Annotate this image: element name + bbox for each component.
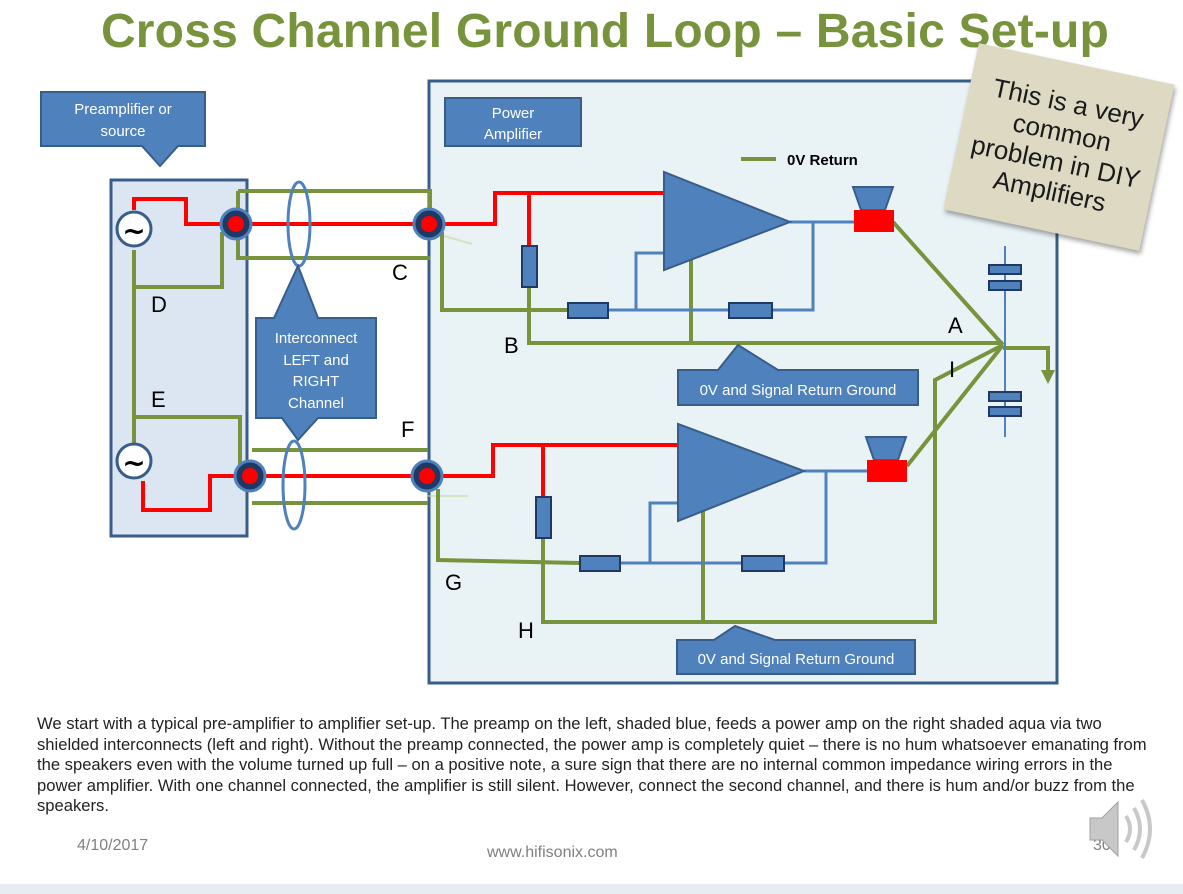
rca-connector-icon: [233, 459, 267, 493]
rca-connector-icon: [410, 459, 444, 493]
resistor-icon: [579, 555, 621, 572]
preamp-callout: Preamplifier or source: [40, 91, 206, 168]
amplifier-triangle-icon: [677, 422, 807, 523]
capacitor-icon: [988, 391, 1022, 417]
speaker-icon: [851, 186, 895, 232]
interconnect-label-line2: LEFT and: [283, 352, 349, 369]
audio-speaker-icon[interactable]: [1086, 790, 1166, 870]
resistor-icon: [521, 245, 538, 288]
power-amp-label-line1: Power: [492, 105, 535, 122]
slide-title: Cross Channel Ground Loop – Basic Set-up: [100, 5, 1110, 58]
resistor-icon: [728, 302, 773, 319]
signal-wiring: [132, 191, 678, 512]
interconnect-label-line3: RIGHT: [293, 373, 340, 390]
point-label-c: C: [392, 260, 408, 285]
point-label-d: D: [151, 292, 167, 317]
legend-label: 0V Return: [787, 152, 858, 169]
power-amp-callout: Power Amplifier: [444, 97, 582, 147]
resistor-icon: [741, 555, 785, 572]
bottom-strip: [0, 884, 1183, 894]
sticky-note-text: This is a very common problem in DIY Amp…: [968, 72, 1147, 218]
resistor-icon: [567, 302, 609, 319]
slide-url: www.hifisonix.com: [487, 844, 618, 861]
ac-source-icon: ~: [115, 210, 153, 248]
interconnect-label-line1: Interconnect: [275, 330, 358, 347]
ac-source-icon: ~: [115, 442, 153, 480]
source-symbol-top: ~: [122, 214, 145, 247]
ground-exit-arrowhead: [1041, 370, 1055, 384]
point-label-g: G: [445, 570, 462, 595]
source-symbol-bottom: ~: [122, 446, 145, 479]
ground-loop-diagram: Preamplifier or source Power Amplifier 0…: [40, 79, 1059, 685]
point-label-i: I: [949, 357, 955, 382]
return-ground-callout-bottom: 0V and Signal Return Ground: [676, 624, 916, 675]
return-ground-label-bottom: 0V and Signal Return Ground: [698, 651, 895, 668]
point-label-a: A: [948, 313, 963, 338]
return-ground-label-top: 0V and Signal Return Ground: [700, 382, 897, 399]
slide-date: 4/10/2017: [77, 837, 149, 854]
rca-connector-icon: [219, 207, 253, 241]
point-label-b: B: [504, 333, 519, 358]
point-label-e: E: [151, 387, 166, 412]
preamp-label-line1: Preamplifier or: [74, 101, 172, 118]
feedback-wiring: [608, 220, 1006, 565]
point-label-h: H: [518, 618, 534, 643]
interconnect-label-line4: Channel: [288, 395, 344, 412]
return-ground-callout-top: 0V and Signal Return Ground: [677, 343, 919, 406]
resistor-icon: [535, 496, 552, 539]
shield-ring-bottom: [281, 439, 307, 531]
slide-caption: We start with a typical pre-amplifier to…: [37, 714, 1147, 816]
speaker-icon: [864, 436, 908, 482]
amplifier-triangle-icon: [663, 170, 793, 272]
rca-connector-icon: [412, 207, 446, 241]
capacitor-icon: [988, 264, 1022, 291]
preamp-label-line2: source: [100, 123, 145, 140]
legend: 0V Return: [741, 152, 858, 169]
point-label-f: F: [401, 417, 414, 442]
interconnect-callout: Interconnect LEFT and RIGHT Channel: [255, 263, 377, 442]
power-amp-label-line2: Amplifier: [484, 126, 542, 143]
